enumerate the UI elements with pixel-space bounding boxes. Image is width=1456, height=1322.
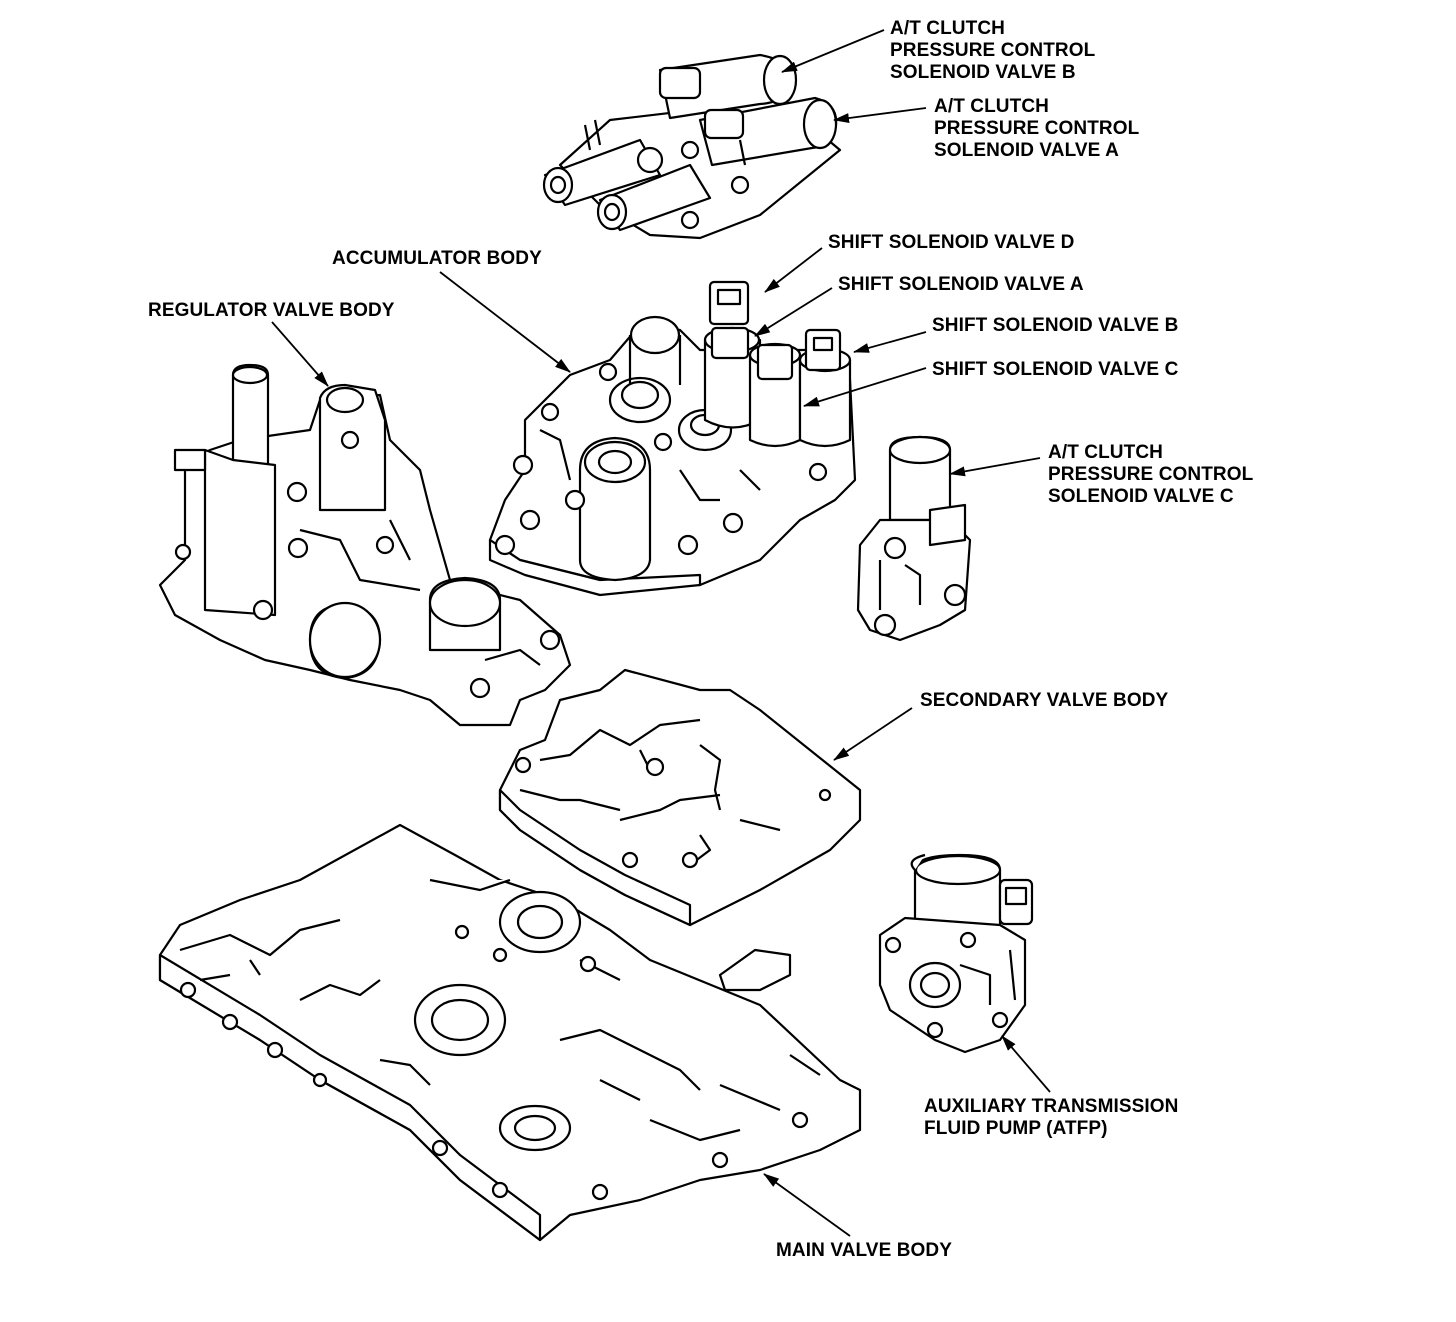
label-line: PRESSURE CONTROL — [934, 118, 1140, 139]
label-shift-solenoid-b: SHIFT SOLENOID VALVE B — [932, 315, 1179, 336]
label-line: SOLENOID VALVE A — [934, 140, 1119, 161]
label-line: AUXILIARY TRANSMISSION — [924, 1096, 1179, 1117]
label-regulator-valve-body: REGULATOR VALVE BODY — [148, 300, 395, 321]
atfp-illustration — [878, 853, 1034, 1054]
label-line: FLUID PUMP (ATFP) — [924, 1118, 1108, 1139]
label-atfp: AUXILIARY TRANSMISSION FLUID PUMP (ATFP) — [924, 1096, 1179, 1140]
label-line: PRESSURE CONTROL — [890, 40, 1096, 61]
label-clutch-pressure-solenoid-a: A/T CLUTCH PRESSURE CONTROL SOLENOID VAL… — [934, 96, 1139, 162]
label-secondary-valve-body: SECONDARY VALVE BODY — [920, 690, 1169, 711]
label-line: A/T CLUTCH — [890, 18, 1005, 39]
label-line: A/T CLUTCH — [1048, 442, 1163, 463]
label-shift-solenoid-a: SHIFT SOLENOID VALVE A — [838, 274, 1084, 295]
label-shift-solenoid-c: SHIFT SOLENOID VALVE C — [932, 359, 1179, 380]
label-line: A/T CLUTCH — [934, 96, 1049, 117]
label-accumulator-body: ACCUMULATOR BODY — [332, 248, 542, 269]
label-main-valve-body: MAIN VALVE BODY — [776, 1240, 953, 1261]
label-clutch-pressure-solenoid-c: A/T CLUTCH PRESSURE CONTROL SOLENOID VAL… — [1048, 442, 1253, 508]
regulator-valve-body-illustration — [158, 363, 572, 727]
label-line: SOLENOID VALVE C — [1048, 486, 1234, 507]
clutch-pressure-solenoid-c-illustration — [856, 435, 972, 642]
label-line: PRESSURE CONTROL — [1048, 464, 1254, 485]
leader-lines — [271, 29, 1051, 1237]
main-valve-body-illustration — [158, 823, 862, 1242]
clutch-pressure-solenoid-ab-illustration — [542, 53, 842, 240]
secondary-valve-body-illustration — [498, 668, 862, 927]
accumulator-body-illustration — [488, 280, 857, 597]
label-shift-solenoid-d: SHIFT SOLENOID VALVE D — [828, 232, 1075, 253]
label-line: SOLENOID VALVE B — [890, 62, 1076, 83]
label-clutch-pressure-solenoid-b: A/T CLUTCH PRESSURE CONTROL SOLENOID VAL… — [890, 18, 1095, 84]
